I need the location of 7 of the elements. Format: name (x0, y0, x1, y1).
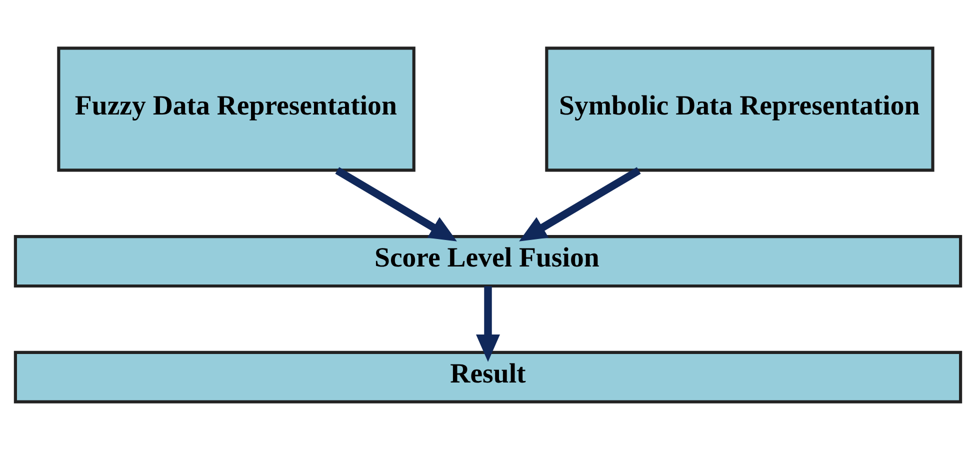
node-box: Fuzzy Data Representation (57, 46, 416, 172)
arrow (335, 167, 457, 242)
arrow (519, 167, 641, 242)
node-box: Result (14, 350, 962, 404)
arrow (476, 286, 500, 362)
node-box: Symbolic Data Representation (545, 46, 934, 172)
node-box: Score Level Fusion (14, 235, 962, 288)
